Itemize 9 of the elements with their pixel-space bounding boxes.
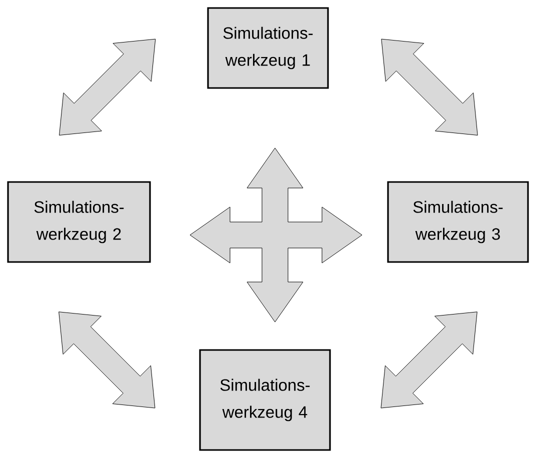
double-arrow	[381, 38, 478, 136]
double-arrow	[59, 38, 156, 136]
double-arrow	[380, 312, 478, 408]
tool-box: Simulations- werkzeug 4	[199, 349, 331, 451]
tool-box: Simulations- werkzeug 3	[387, 181, 529, 263]
double-arrow	[58, 312, 156, 408]
tool-box: Simulations- werkzeug 2	[7, 181, 151, 263]
four-way-arrow	[190, 148, 362, 322]
tool-box: Simulations- werkzeug 1	[207, 7, 329, 89]
